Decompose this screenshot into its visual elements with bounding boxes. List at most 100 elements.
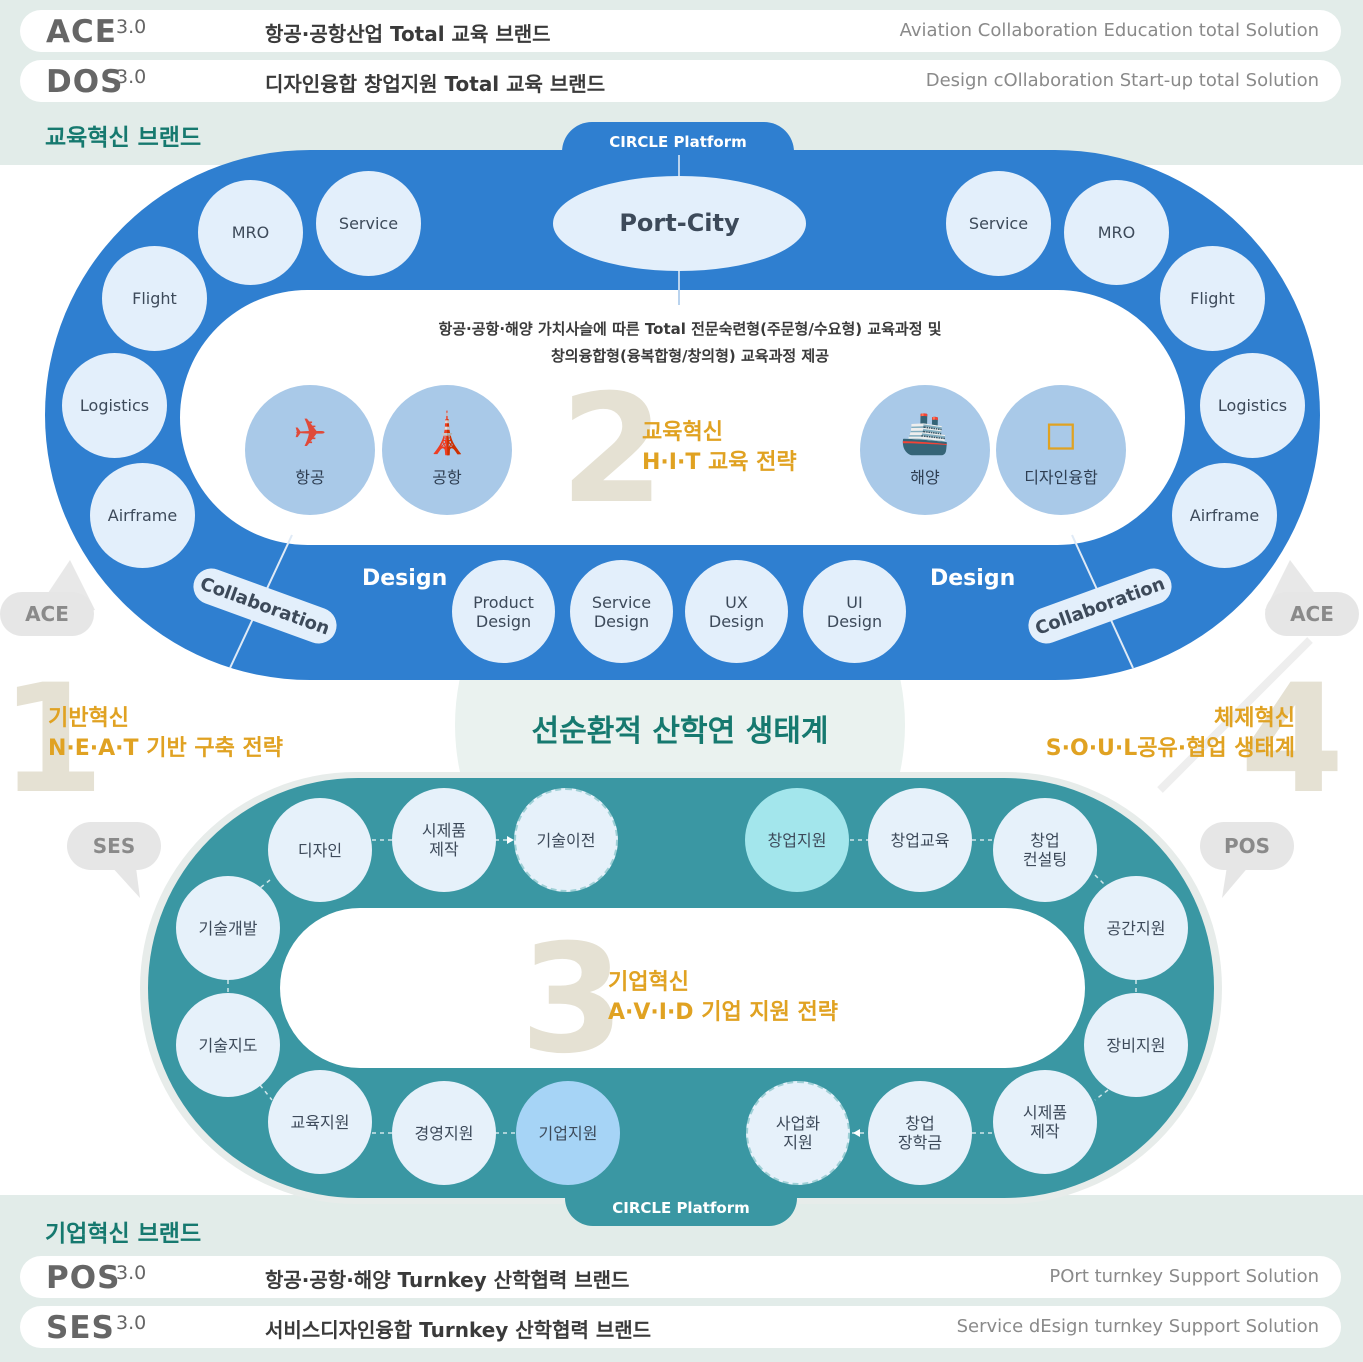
design-line: UI bbox=[846, 592, 863, 612]
brand-bar-pos: POS 3.0 항공·공항·해양 Turnkey 산학협력 브랜드 POrt t… bbox=[20, 1256, 1341, 1298]
design-line: Design bbox=[475, 611, 532, 631]
design-label-left: Design bbox=[362, 566, 448, 591]
bottom-ring-inner bbox=[280, 908, 1085, 1068]
platform-label-bottom: CIRCLE Platform bbox=[612, 1199, 750, 1217]
design-line: Design bbox=[593, 611, 650, 631]
strategy-1-sub: N·E·A·T 기반 구축 전략 bbox=[48, 736, 283, 761]
brand-desc: 항공·공항산업 Total 교육 브랜드 bbox=[265, 22, 551, 46]
strategy-number-2: 2 bbox=[560, 363, 665, 537]
strategy-1-text: 기반혁신 N·E·A·T 기반 구축 전략 bbox=[48, 704, 283, 764]
section-title-top: 교육혁신 브랜드 bbox=[45, 125, 202, 151]
industry-airport: 🗼 공항 bbox=[382, 385, 512, 515]
design-line: Design bbox=[708, 611, 765, 631]
ring-node-tech-development: 기술개발 bbox=[176, 876, 280, 980]
description-line-1: 항공·공항·해양 가치사슬에 따른 Total 전문숙련형(주문형/수요형) 교… bbox=[438, 320, 942, 338]
brand-desc: 서비스디자인융합 Turnkey 산학협력 브랜드 bbox=[265, 1318, 652, 1342]
strategy-2-title: 교육혁신 bbox=[642, 420, 723, 445]
ring-node-tech-transfer: 기술이전 bbox=[514, 788, 618, 892]
platform-tab-bottom bbox=[565, 1170, 797, 1226]
brand-eng: Aviation Collaboration Education total S… bbox=[899, 20, 1319, 41]
ring-node-education-support: 교육지원 bbox=[268, 1070, 372, 1174]
airport-tower-icon: 🗼 bbox=[422, 411, 472, 457]
industry-label: 해양 bbox=[910, 468, 940, 487]
ring-node-management-support: 경영지원 bbox=[392, 1081, 496, 1185]
ses-bubble: SES bbox=[67, 822, 161, 870]
strategy-3-title: 기업혁신 bbox=[608, 970, 689, 995]
design-line: Design bbox=[826, 611, 883, 631]
brand-version: 3.0 bbox=[116, 16, 147, 38]
industry-label: 공항 bbox=[432, 468, 462, 487]
industry-design-convergence: ◻ 디자인융합 bbox=[996, 385, 1126, 515]
section-title-bottom: 기업혁신 브랜드 bbox=[45, 1221, 202, 1247]
ring-node-service-right: Service bbox=[946, 171, 1051, 276]
strategy-4-sub: S·O·U·L공유·협업 생태계 bbox=[1045, 736, 1295, 761]
strategy-4-text: 체제혁신 S·O·U·L공유·협업 생태계 bbox=[1030, 704, 1295, 764]
brand-bar-ses: SES 3.0 서비스디자인융합 Turnkey 산학협력 브랜드 Servic… bbox=[20, 1306, 1341, 1348]
ring-node-prototype-2: 시제품 제작 bbox=[993, 1070, 1097, 1174]
brand-version: 3.0 bbox=[116, 66, 147, 88]
ring-node-prototype: 시제품 제작 bbox=[392, 788, 496, 892]
brand-name: SES bbox=[46, 1310, 115, 1346]
brand-eng: POrt turnkey Support Solution bbox=[1049, 1266, 1319, 1287]
ring-node-startup-education: 창업교육 bbox=[868, 788, 972, 892]
ring-node-mro-left: MRO bbox=[198, 180, 303, 285]
brand-bar-ace: ACE 3.0 항공·공항산업 Total 교육 브랜드 Aviation Co… bbox=[20, 10, 1341, 52]
industry-label: 항공 bbox=[295, 468, 325, 487]
strategy-number-1: 1 bbox=[0, 653, 105, 827]
design-line: Product bbox=[473, 592, 534, 612]
shapes-icon: ◻ bbox=[1044, 411, 1078, 457]
pos-bubble: POS bbox=[1200, 822, 1294, 870]
brand-bar-dos: DOS 3.0 디자인융합 창업지원 Total 교육 브랜드 Design c… bbox=[20, 60, 1341, 102]
education-description: 항공·공항·해양 가치사슬에 따른 Total 전문숙련형(주문형/수요형) 교… bbox=[300, 316, 1080, 370]
ring-node-logistics-right: Logistics bbox=[1200, 353, 1305, 458]
strategy-1-title: 기반혁신 bbox=[48, 706, 129, 731]
ring-node-flight-right: Flight bbox=[1160, 246, 1265, 351]
industry-aviation: ✈ 항공 bbox=[245, 385, 375, 515]
strategy-3-sub: A·V·I·D 기업 지원 전략 bbox=[608, 1000, 838, 1025]
brand-name: POS bbox=[46, 1260, 121, 1296]
strategy-2-sub: H·I·T 교육 전략 bbox=[642, 450, 797, 475]
strategy-4-title: 체제혁신 bbox=[1214, 706, 1295, 731]
brand-eng: Design cOllaboration Start-up total Solu… bbox=[925, 70, 1319, 91]
ring-node-company-support: 기업지원 bbox=[516, 1081, 620, 1185]
industry-marine: 🚢 해양 bbox=[860, 385, 990, 515]
ring-node-space-support: 공간지원 bbox=[1084, 876, 1188, 980]
ring-node-mro-right: MRO bbox=[1064, 180, 1169, 285]
ring-node-logistics-left: Logistics bbox=[62, 353, 167, 458]
design-line: Service bbox=[591, 592, 652, 612]
design-line: UX bbox=[725, 592, 748, 612]
ring-node-tech-guidance: 기술지도 bbox=[176, 993, 280, 1097]
ace-bubble-left: ACE bbox=[0, 592, 94, 636]
brand-name: DOS bbox=[46, 64, 124, 100]
ring-node-startup-support: 창업지원 bbox=[745, 788, 849, 892]
ring-node-design: 디자인 bbox=[268, 798, 372, 902]
ring-node-commercialization-support: 사업화 지원 bbox=[746, 1081, 850, 1185]
design-label-right: Design bbox=[930, 566, 1016, 591]
ring-node-startup-consulting: 창업 컨설팅 bbox=[993, 798, 1097, 902]
ship-icon: 🚢 bbox=[900, 411, 950, 457]
ace-bubble-right: ACE bbox=[1265, 592, 1359, 636]
ring-node-startup-scholarship: 창업 장학금 bbox=[868, 1081, 972, 1185]
airplane-icon: ✈ bbox=[293, 411, 327, 457]
strategy-2-text: 교육혁신 H·I·T 교육 전략 bbox=[642, 418, 797, 478]
brand-version: 3.0 bbox=[116, 1312, 147, 1334]
strategy-3-text: 기업혁신 A·V·I·D 기업 지원 전략 bbox=[608, 968, 838, 1028]
ring-node-airframe-right: Airframe bbox=[1172, 463, 1277, 568]
brand-desc: 디자인융합 창업지원 Total 교육 브랜드 bbox=[265, 72, 606, 96]
ring-node-flight-left: Flight bbox=[102, 246, 207, 351]
description-line-2: 창의융합형(융복합형/창의형) 교육과정 제공 bbox=[550, 347, 830, 365]
port-city-node: Port-City bbox=[553, 176, 806, 271]
strategy-number-3: 3 bbox=[520, 913, 625, 1087]
ring-node-service-left: Service bbox=[316, 171, 421, 276]
brand-name: ACE bbox=[46, 14, 117, 50]
brand-version: 3.0 bbox=[116, 1262, 147, 1284]
ring-node-equipment-support: 장비지원 bbox=[1084, 993, 1188, 1097]
industry-label: 디자인융합 bbox=[1024, 468, 1098, 487]
brand-desc: 항공·공항·해양 Turnkey 산학협력 브랜드 bbox=[265, 1268, 630, 1292]
ring-node-airframe-left: Airframe bbox=[90, 463, 195, 568]
